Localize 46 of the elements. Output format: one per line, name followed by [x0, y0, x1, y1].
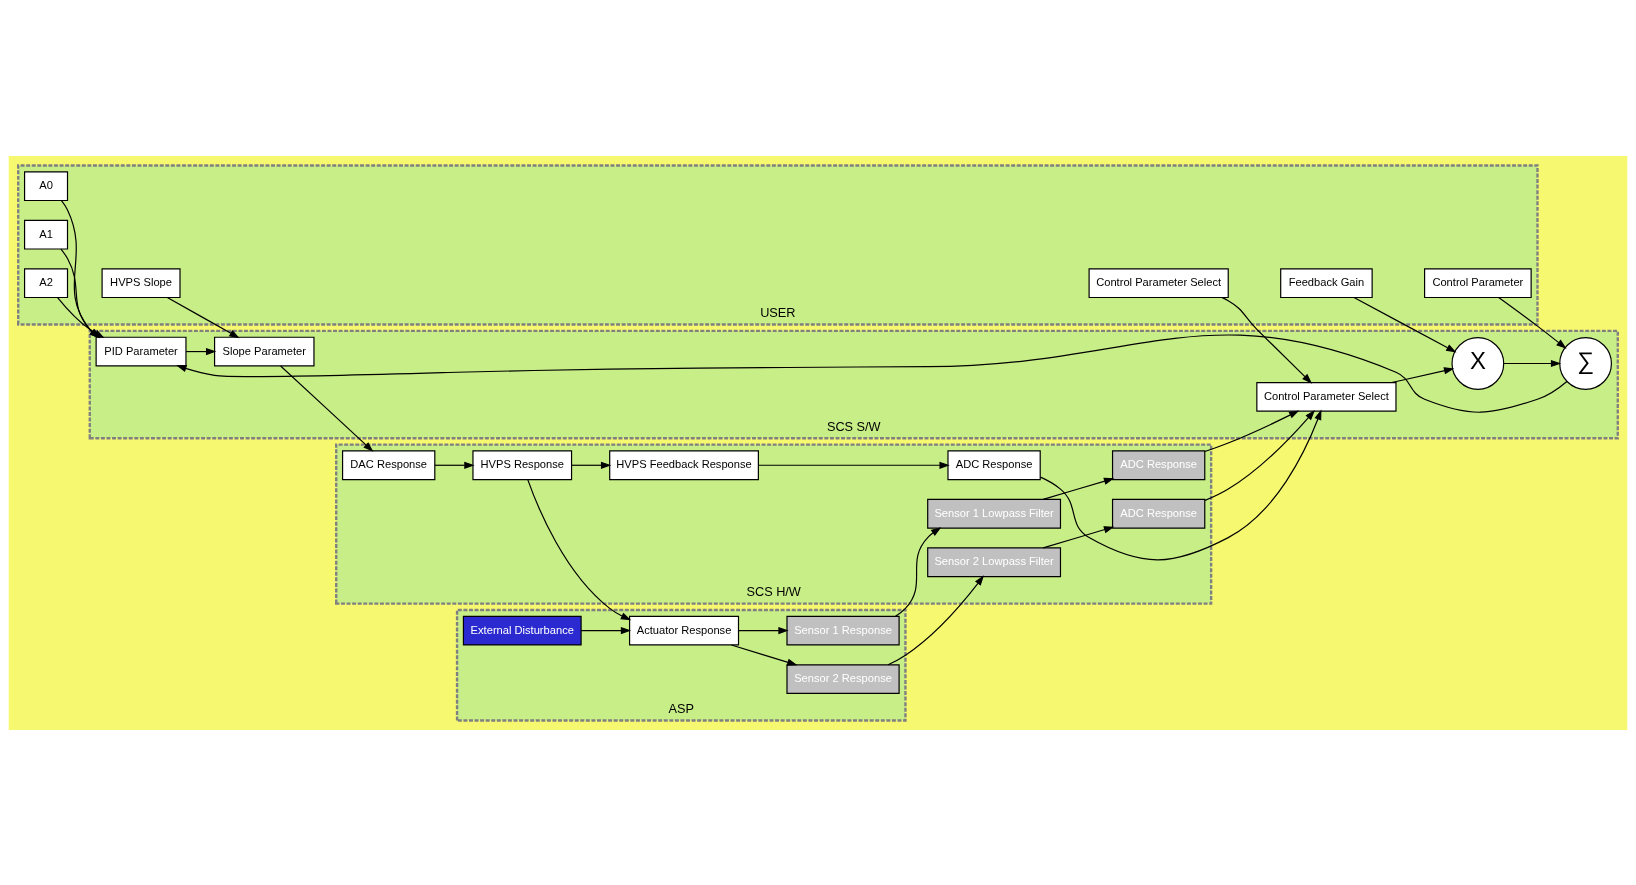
arrow: [1503, 359, 1562, 367]
arrow: [1039, 409, 1322, 560]
node-box: Slope Parameter: [214, 336, 315, 366]
arrow: [887, 574, 985, 665]
node-box: PID Parameter: [95, 336, 187, 366]
node-box: Control Parameter Select: [1256, 381, 1397, 412]
node-box: ADC Response: [947, 449, 1041, 480]
node-box: ADC Response: [1111, 498, 1206, 529]
node-box: Feedback Gain: [1280, 267, 1373, 298]
node-box: HVPS Slope: [101, 267, 181, 298]
arrow: [166, 296, 240, 338]
node-box: Control Parameter: [1424, 267, 1532, 298]
node-box: Actuator Response: [629, 615, 740, 646]
node-box: A0: [24, 170, 69, 201]
arrow: [1391, 366, 1455, 383]
arrow: [730, 643, 798, 666]
node-box: HVPS Response: [472, 449, 573, 480]
arrow: [1221, 296, 1313, 384]
node-box: External Disturbance: [462, 615, 582, 646]
arrow: [1042, 477, 1115, 500]
arrow: [894, 526, 942, 617]
node-box: Control Parameter Select: [1088, 267, 1229, 298]
node-box: HVPS Feedback Response: [609, 449, 759, 480]
node-box: Sensor 1 Lowpass Filter: [927, 498, 1062, 529]
arrow: [570, 461, 612, 469]
arrow: [1204, 409, 1315, 501]
arrow: [185, 347, 217, 355]
node-circle: X: [1451, 336, 1505, 390]
arrow: [280, 364, 374, 452]
node-box: Sensor 2 Response: [786, 663, 900, 694]
node-box: A2: [24, 267, 69, 298]
arrow: [737, 626, 789, 634]
arrow: [1498, 296, 1567, 349]
arrow: [758, 461, 950, 469]
arrow: [580, 626, 632, 634]
arrow: [1204, 410, 1300, 452]
node-box: ADC Response: [1111, 449, 1206, 480]
arrow: [434, 461, 475, 469]
node-box: DAC Response: [342, 449, 436, 480]
arrow: [1353, 296, 1457, 352]
node-box: A1: [24, 219, 69, 250]
node-box: Sensor 2 Lowpass Filter: [927, 546, 1062, 577]
arrow: [527, 478, 632, 620]
arrow: [1042, 525, 1115, 548]
node-circle: ∑: [1559, 336, 1612, 390]
node-box: Sensor 1 Response: [786, 615, 900, 646]
